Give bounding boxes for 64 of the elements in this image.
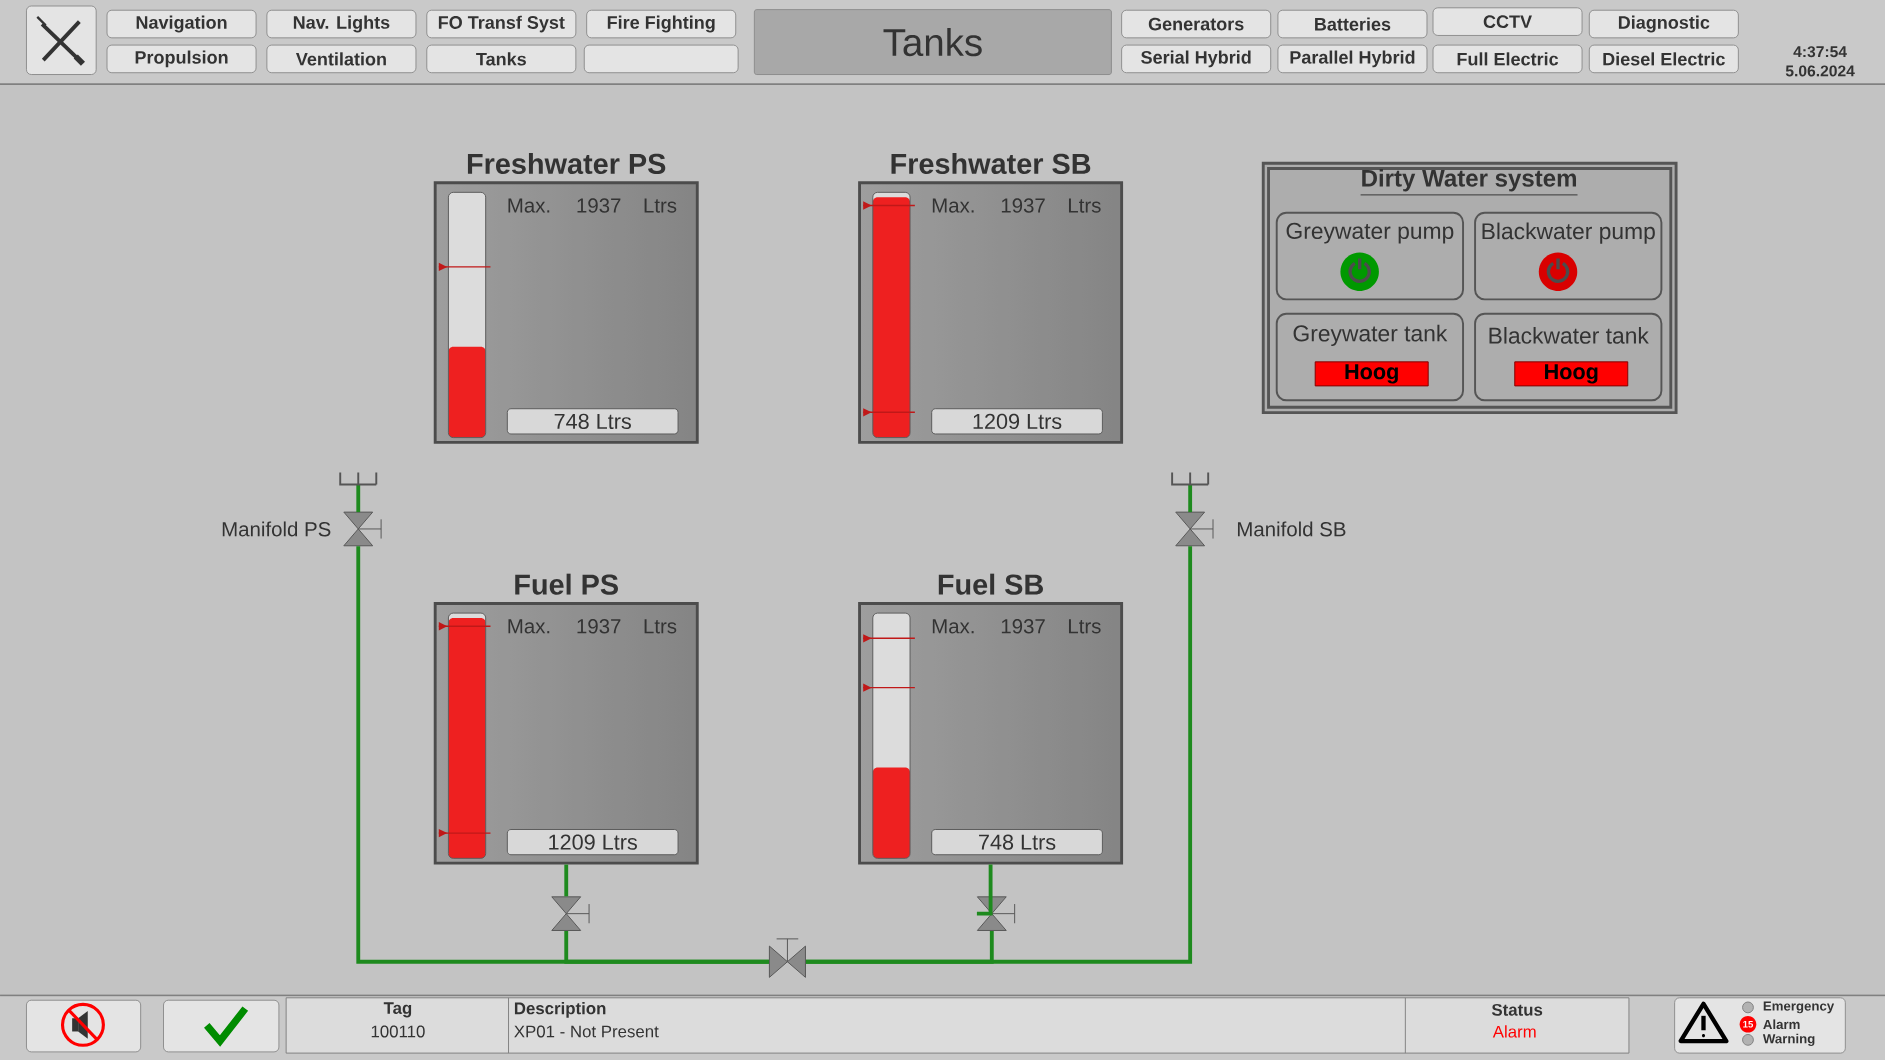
table-value: XP01 - Not Present — [514, 1025, 659, 1038]
valve-label: Manifold SB — [1238, 521, 1346, 537]
unit-label: Ltrs — [1069, 198, 1101, 213]
card-title: Greywater tank — [1293, 324, 1448, 346]
tank-title: Fuel PS — [515, 573, 618, 595]
nav-button: Fire Fighting — [586, 9, 737, 39]
capacity-value: 1937 — [577, 198, 621, 213]
valve-label: Manifold PS — [222, 521, 331, 537]
level-display: 748 Ltrs — [931, 828, 1103, 856]
tank-title: Fuel SB — [938, 573, 1043, 595]
table-value: 100110 — [371, 1025, 425, 1038]
nav-button: Diesel Electric — [1588, 44, 1739, 74]
screen-title: Tanks — [753, 9, 1112, 75]
nav-button: Generators — [1121, 9, 1272, 39]
alarm-count-badge: 15 — [1739, 1015, 1757, 1033]
tank-title: Freshwater PS — [467, 152, 666, 174]
nav-button: Full Electric — [1432, 44, 1583, 74]
level-display: 1209 Ltrs — [506, 828, 679, 856]
table-header: Tag — [383, 1002, 412, 1018]
capacity-label: Max. — [508, 198, 550, 213]
card-title: Blackwater pump — [1482, 222, 1655, 244]
table-header: Status — [1491, 1003, 1543, 1016]
alarm-level-text: Emergency — [1763, 1001, 1835, 1014]
capacity-label: Max. — [932, 198, 974, 213]
time-text: 4:37:54 — [1793, 46, 1847, 58]
status-badge: Hoog — [1314, 361, 1429, 387]
card-title: Blackwater tank — [1489, 326, 1649, 344]
panel-title: Dirty Water system — [1360, 169, 1578, 196]
nav-button: Serial Hybrid — [1121, 44, 1272, 74]
nav-button: Ventilation — [266, 44, 417, 74]
capacity-value: 1937 — [1001, 618, 1045, 634]
pipe-line — [564, 864, 569, 897]
valve-drawing — [551, 896, 590, 931]
nav-button: Diagnostic — [1588, 9, 1739, 39]
alarm-level-text: Warning — [1762, 1033, 1815, 1046]
nav-button: Batteries — [1277, 9, 1428, 39]
pipe-line — [356, 546, 769, 964]
nav-button: Navigation — [106, 9, 257, 39]
valve-drawing — [768, 938, 806, 978]
capacity-value: 1937 — [1001, 198, 1045, 213]
unit-label: Ltrs — [644, 198, 677, 213]
nav-button: Tanks — [426, 44, 577, 74]
level-display: 748 Ltrs — [506, 408, 679, 435]
nav-button: FO Transf Syst — [426, 9, 577, 39]
tank-title: Freshwater SB — [891, 152, 1091, 174]
unit-label: Ltrs — [644, 619, 677, 634]
pipe-line — [805, 546, 1193, 964]
unit-label: Ltrs — [1069, 619, 1101, 634]
nav-button: Parallel Hybrid — [1277, 44, 1428, 74]
status-badge: Hoog — [1514, 361, 1629, 387]
status-value: Alarm — [1492, 1025, 1536, 1038]
valve-drawing — [976, 896, 1016, 931]
table-header: Description — [514, 1001, 606, 1018]
capacity-value: 1937 — [577, 618, 621, 634]
date-text: 5.06.2024 — [1785, 65, 1855, 77]
capacity-label: Max. — [508, 619, 550, 634]
pipe-line — [976, 864, 993, 916]
nav-button: CCTV — [1432, 7, 1583, 36]
alarm-level-text: Alarm — [1763, 1019, 1800, 1029]
card-title: Greywater pump — [1286, 222, 1454, 244]
nav-button: Nav. Lights — [266, 9, 417, 39]
nav-button: Propulsion — [106, 44, 257, 74]
capacity-label: Max. — [932, 619, 974, 634]
level-display: 1209 Ltrs — [931, 408, 1103, 435]
